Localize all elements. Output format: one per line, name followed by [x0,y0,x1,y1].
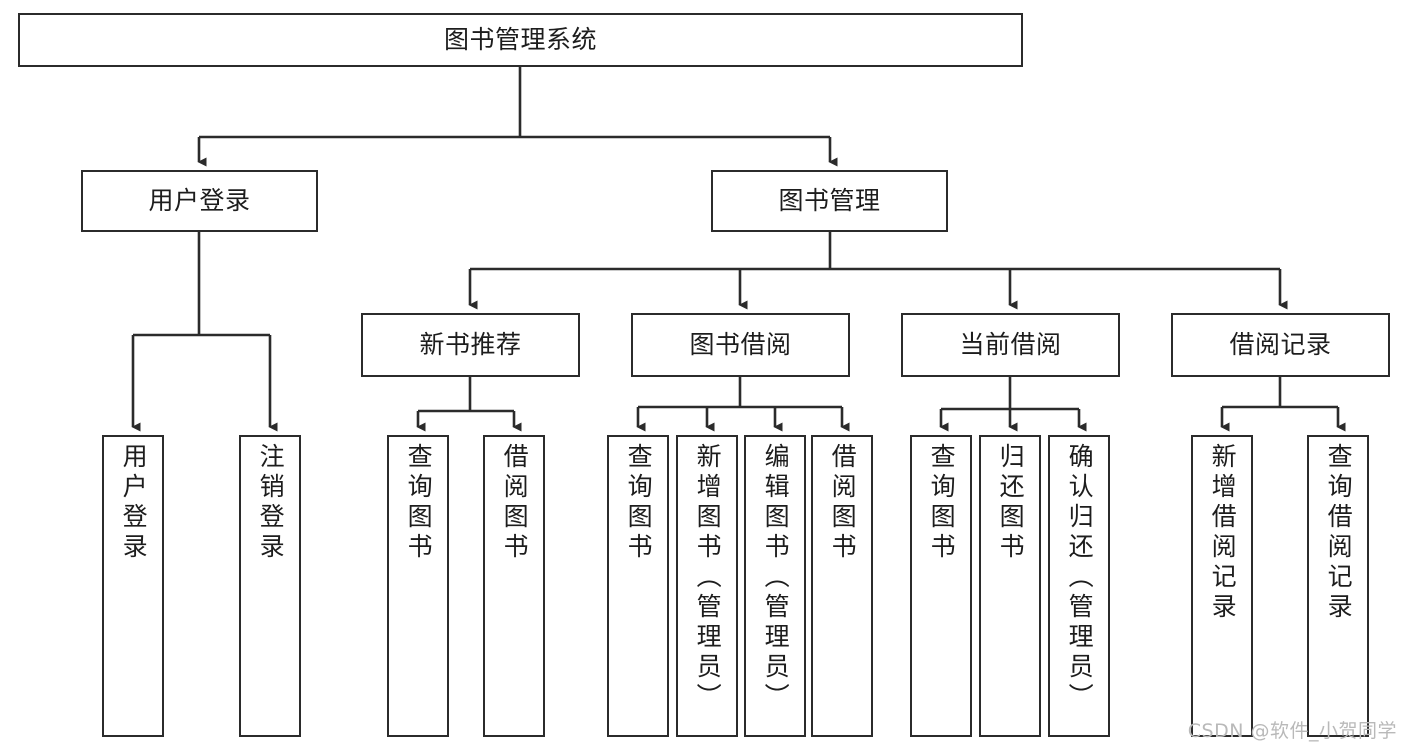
node-label: 确认归还（管理员） [1065,443,1095,713]
node-label: 查询借阅记录 [1324,443,1354,623]
node-borrow-record[interactable]: 借阅记录 [1171,313,1390,377]
node-leaf-add-borrow-record[interactable]: 新增借阅记录 [1191,435,1253,737]
node-label: 编辑图书（管理员） [761,443,791,713]
node-leaf-add-book-admin[interactable]: 新增图书（管理员） [676,435,738,737]
node-label: 借阅图书 [500,443,530,563]
node-label: 图书管理系统 [443,24,597,54]
node-label: 图书借阅 [689,329,792,359]
node-label: 用户登录 [148,185,251,215]
node-label: 查询图书 [927,443,957,563]
node-leaf-logout[interactable]: 注销登录 [239,435,301,737]
node-label: 借阅记录 [1229,329,1332,359]
node-label: 归还图书 [996,443,1026,563]
node-current-borrow[interactable]: 当前借阅 [901,313,1120,377]
node-label: 借阅图书 [828,443,858,563]
node-label: 当前借阅 [959,329,1062,359]
node-leaf-query-book-current[interactable]: 查询图书 [910,435,972,737]
node-label: 新增借阅记录 [1208,443,1238,623]
node-label: 新增图书（管理员） [693,443,723,713]
node-leaf-borrow-book[interactable]: 借阅图书 [811,435,873,737]
node-leaf-user-login[interactable]: 用户登录 [102,435,164,737]
node-label: 查询图书 [624,443,654,563]
node-label: 图书管理 [778,185,881,215]
node-label: 注销登录 [256,443,286,563]
node-user-login[interactable]: 用户登录 [81,170,318,232]
node-label: 新书推荐 [419,329,522,359]
node-leaf-borrow-book-recommend[interactable]: 借阅图书 [483,435,545,737]
node-leaf-edit-book-admin[interactable]: 编辑图书（管理员） [744,435,806,737]
node-book-borrow[interactable]: 图书借阅 [631,313,850,377]
node-book-management[interactable]: 图书管理 [711,170,948,232]
node-label: 查询图书 [404,443,434,563]
node-leaf-query-book-recommend[interactable]: 查询图书 [387,435,449,737]
node-root-system[interactable]: 图书管理系统 [18,13,1023,67]
node-label: 用户登录 [119,443,149,563]
csdn-watermark: CSDN @软件_小贺同学 [1187,720,1397,742]
node-leaf-query-book[interactable]: 查询图书 [607,435,669,737]
node-leaf-confirm-return-admin[interactable]: 确认归还（管理员） [1048,435,1110,737]
node-new-book-recommend[interactable]: 新书推荐 [361,313,580,377]
node-leaf-return-book[interactable]: 归还图书 [979,435,1041,737]
node-leaf-query-borrow-record[interactable]: 查询借阅记录 [1307,435,1369,737]
